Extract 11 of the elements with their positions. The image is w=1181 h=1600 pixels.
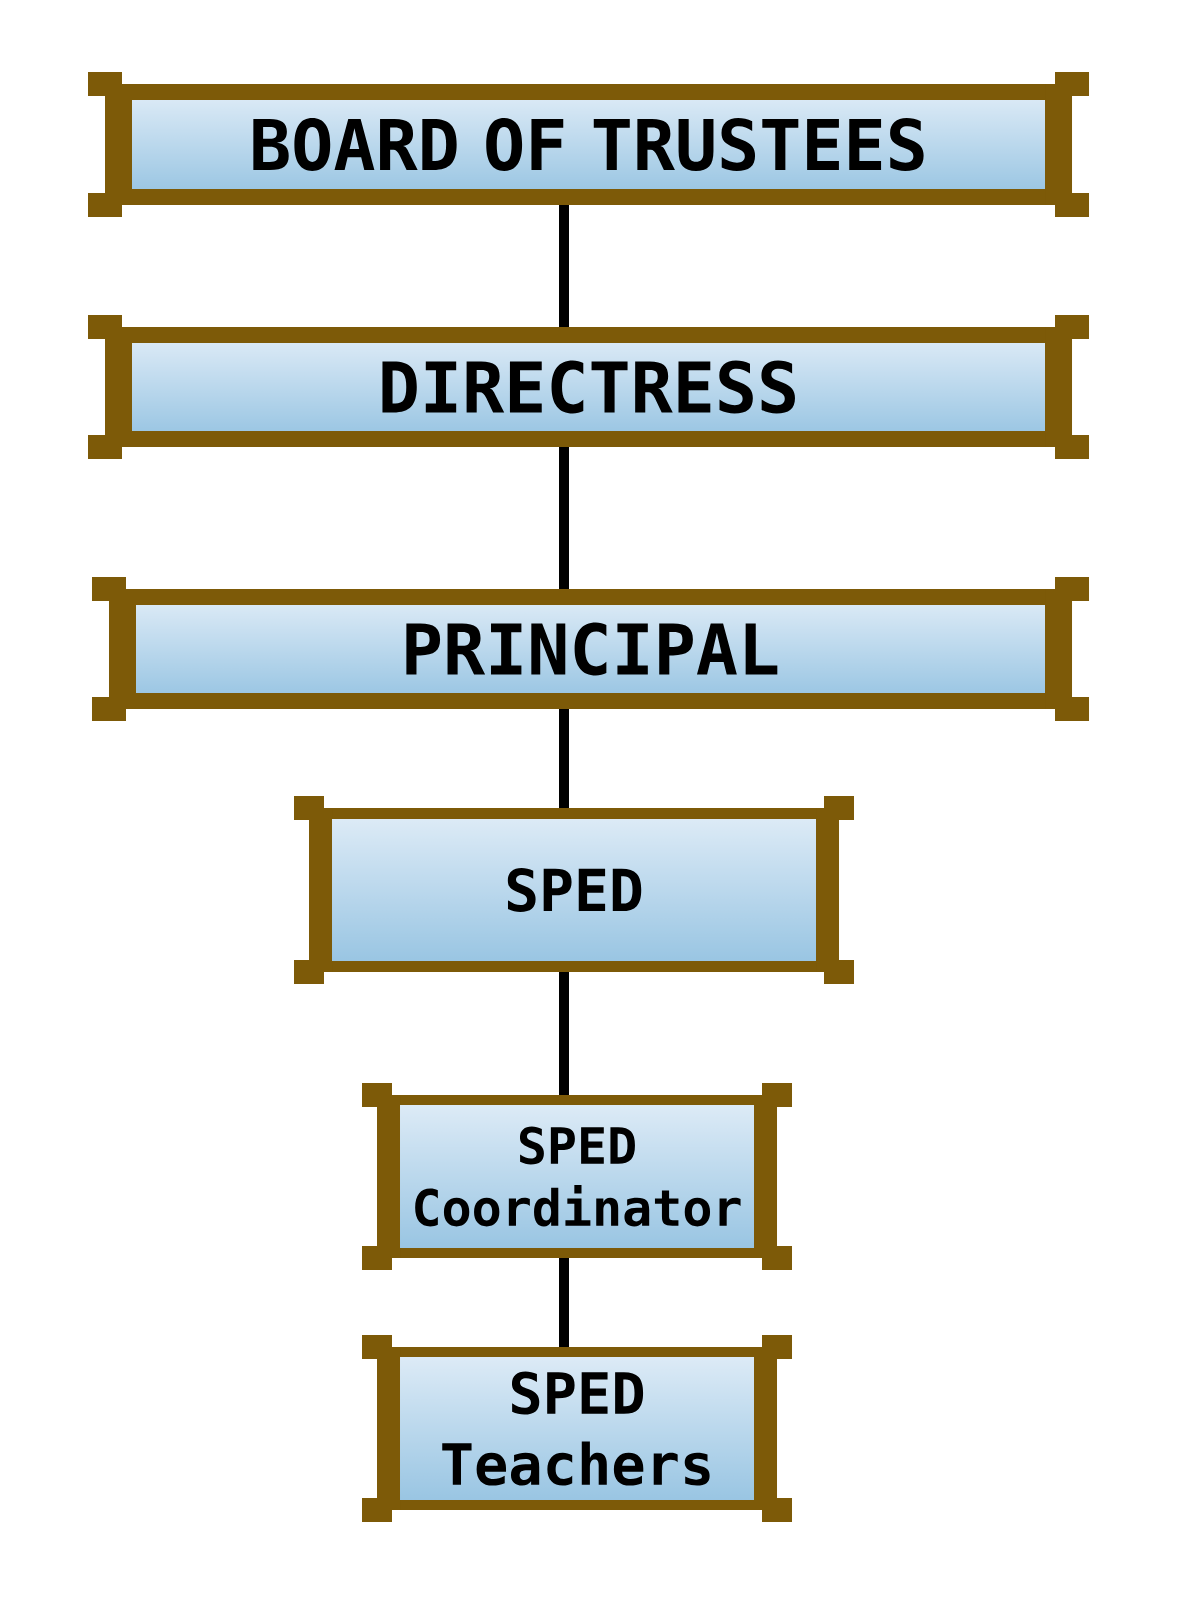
framed-box: DIRECTRESS — [88, 315, 1089, 459]
connector-line — [559, 447, 569, 589]
connector-line — [559, 1258, 569, 1347]
framed-box: SPED Coordinator — [362, 1083, 792, 1270]
framed-box: SPED Teachers — [362, 1335, 792, 1522]
connector-line — [559, 205, 569, 327]
framed-box: PRINCIPAL — [92, 577, 1089, 721]
connector-line — [559, 709, 569, 808]
framed-box: SPED — [294, 796, 854, 984]
framed-box: BOARD OF TRUSTEES — [88, 72, 1089, 217]
connector-line — [559, 972, 569, 1095]
